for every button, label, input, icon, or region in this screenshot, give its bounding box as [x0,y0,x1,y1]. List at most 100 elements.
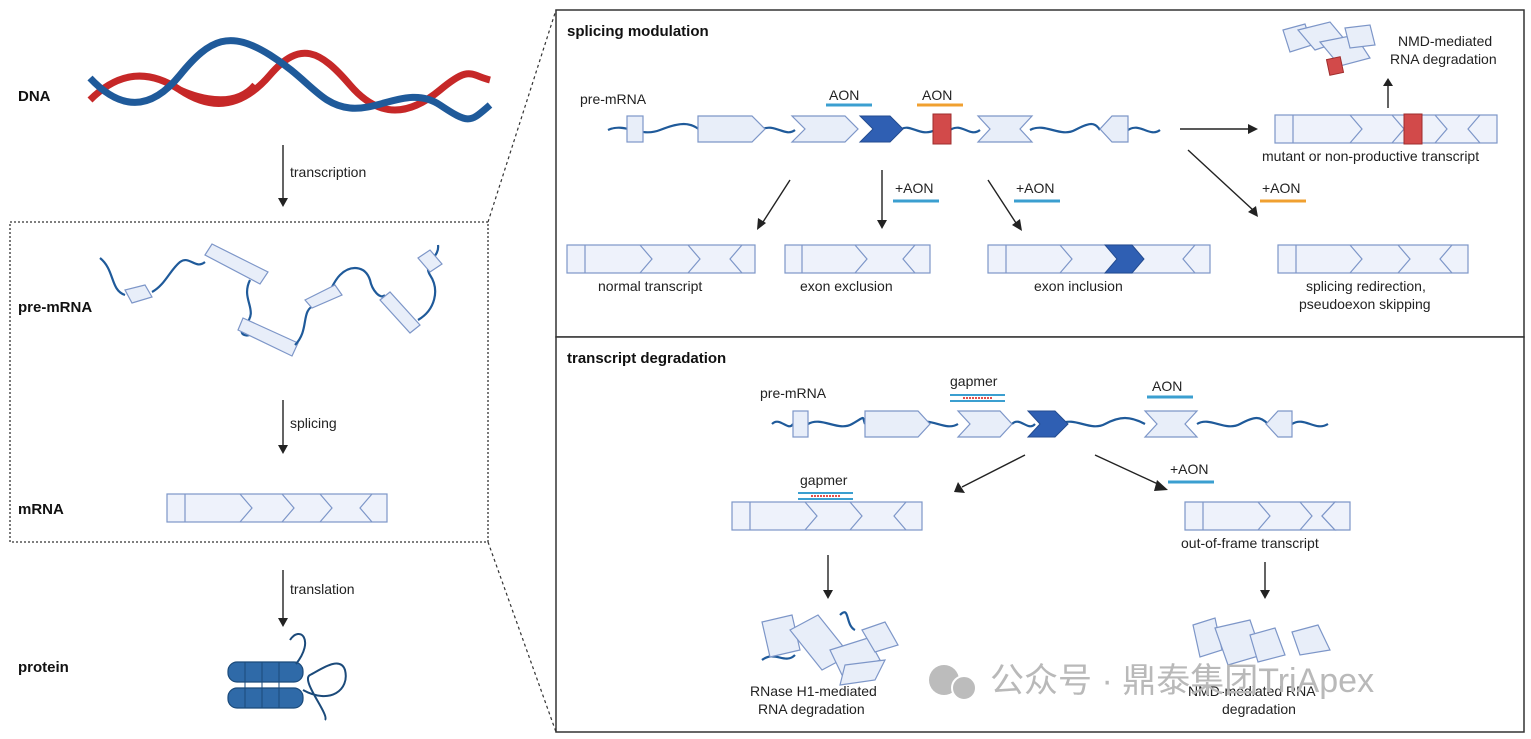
splicing-mutation-box [932,113,952,145]
gapmer-branch-arrow [961,454,1026,488]
splicing-panel-title: splicing modulation [567,23,709,40]
degradation-target-exon [1026,410,1069,438]
nmd-fragment-4 [1344,24,1376,49]
pre-mrna-exon-4 [304,284,343,309]
gapmer-rect [731,501,923,531]
inclusion-arrowhead [1012,219,1022,231]
inclusion-rect [987,244,1211,274]
mrna-chevron-3 [319,493,333,523]
dna-helix [87,37,493,123]
mutant-arrowhead [1248,124,1258,134]
protein-loop [289,633,347,721]
redirection-transcript [1277,244,1469,274]
dna-strand-red-overlap [178,82,258,104]
rnase-fragment-3 [829,637,881,676]
splicing-pre-mrna-label: pre-mRNA [580,91,647,107]
zoom-line-top [487,9,557,223]
pre-mrna-exon-2 [204,243,269,285]
normal-chevron-3 [729,244,743,274]
mutant-chevron-3 [1434,114,1448,144]
nmd-deg-label-line-1: NMD-mediated RNA [1188,683,1316,699]
exclusion-label: exon exclusion [800,278,893,294]
out-of-frame-label: out-of-frame transcript [1181,535,1319,551]
out-of-frame-transcript [1184,501,1351,531]
plus-aon-deg-label: +AON [1170,461,1209,477]
plus-aon-label-1: +AON [895,180,934,196]
pre-mrna-wave-4 [294,267,386,346]
rnase-fragment-4 [861,621,899,653]
gapmer-chevron-3 [893,501,907,531]
redirection-chevron-2 [1397,244,1411,274]
rnase-label-line-2: RNA degradation [758,701,865,717]
nmd-deg-arrowhead [1260,590,1270,599]
splicing-label: splicing [290,415,337,431]
normal-label: normal transcript [598,278,702,294]
mrna-rect [166,493,388,523]
mrna-chevron-1 [239,493,253,523]
nmd-deg-fragment-3 [1249,627,1286,663]
degradation-pre-mrna-wave [771,416,1329,428]
oof-end [1321,501,1351,531]
splicing-modulation-panel: splicing modulation pre-mRNA AON AON mut… [555,9,1525,338]
inclusion-chevron-1 [1059,244,1073,274]
mrna-label: mRNA [18,501,64,518]
nmd-fragment-mutation [1325,56,1345,76]
nmd-label-line-2: RNA degradation [1390,51,1497,67]
degradation-exon-3 [956,410,1013,438]
redirection-chevron-1 [1349,244,1363,274]
splicing-panel-frame [555,9,1525,338]
exclusion-chevron-1 [854,244,868,274]
pre-mrna-zoom-box [9,221,489,543]
translation-arrowhead [278,618,288,627]
transcription-arrowhead [278,198,288,207]
mrna-bar [166,493,388,523]
gapmer-chevron-1 [804,501,818,531]
redirection-label-line-2: pseudoexon skipping [1299,296,1431,312]
normal-transcript [566,244,756,274]
redirection-arrowhead [1248,206,1258,217]
mutant-transcript [1274,113,1498,145]
watermark: 公众号 · 鼎泰集团TriApex [929,662,1374,701]
plus-aon-label-3: +AON [1262,180,1301,196]
aon-branch-arrow [1094,454,1161,486]
splicing-target-exon [858,115,904,143]
rnase-fragment-wave [761,611,856,661]
mrna-chevron-4 [359,493,373,523]
pre-mrna-exon-3 [237,317,299,357]
pre-mrna-tangle [99,243,443,357]
inclusion-included-exon [1103,244,1145,274]
rnase-fragment-5 [839,659,887,686]
mutant-rect [1274,114,1498,144]
gapmer-transcript [731,501,923,531]
gapmer-top-label: gapmer [950,373,998,389]
degradation-pre-mrna-label: pre-mRNA [760,385,827,401]
normal-arrowhead [757,218,766,230]
mutant-chevron-4 [1467,114,1481,144]
mutant-chevron-1 [1349,114,1363,144]
dna-label: DNA [18,88,51,105]
aon-branch-arrowhead [1154,480,1168,491]
normal-chevron-2 [687,244,701,274]
inclusion-transcript [987,244,1211,274]
pre-mrna-exon-6 [417,249,443,273]
transcript-degradation-panel: transcript degradation pre-mRNA gapmer A… [555,336,1525,733]
oof-chevron-2 [1299,501,1313,531]
splicing-aon-blue-label: AON [829,87,859,103]
inclusion-arrow [987,179,1017,224]
degradation-exon-2 [864,410,931,438]
inclusion-chevron-2 [1182,244,1196,274]
pre-mrna-exon-1 [124,284,153,304]
dna-strand-red [87,49,491,114]
degradation-panel-frame [555,336,1525,733]
nmd-deg-fragment-4 [1291,624,1331,656]
splicing-arrowhead [278,445,288,454]
inclusion-label: exon inclusion [1034,278,1123,294]
watermark-chat-icon-2 [951,675,977,701]
aon-top-label: AON [1152,378,1182,394]
gapmer-chevron-2 [849,501,863,531]
transcription-label: transcription [290,164,366,180]
exclusion-arrowhead [877,220,887,229]
normal-arrow [762,179,791,223]
gapmer-branch-arrowhead [954,482,965,493]
